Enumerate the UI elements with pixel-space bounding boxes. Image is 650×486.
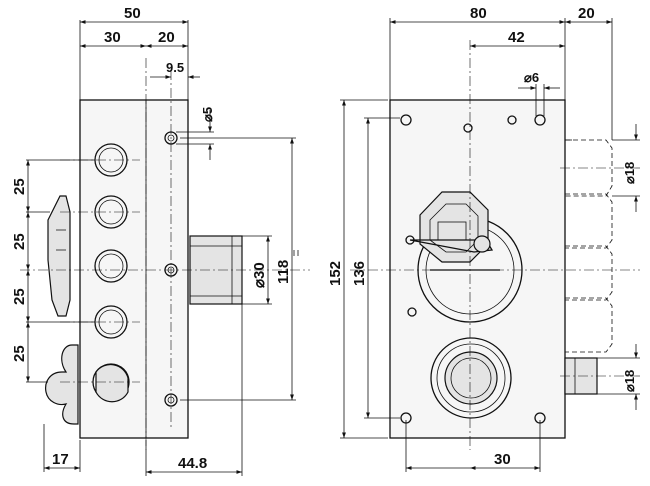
front-hole-tr1: [507, 115, 517, 125]
front-dim-20: 20: [578, 5, 595, 22]
side-dim-30: 30: [104, 29, 121, 46]
side-bolt: [189, 235, 243, 305]
side-dim-25-c: 25: [11, 288, 28, 305]
front-dim-18-top: ⌀18: [622, 162, 637, 184]
side-dim-118: 118: [275, 260, 292, 284]
side-dim-25-a: 25: [11, 178, 28, 195]
front-dim-42: 42: [508, 29, 525, 46]
side-knob: [45, 344, 79, 425]
side-dim-width: 50: [124, 5, 141, 22]
front-hole-ml: [407, 307, 417, 317]
side-dim-25-d: 25: [11, 345, 28, 362]
side-dim-17: 17: [52, 451, 69, 468]
side-view: 50 30 20 9.5 ⌀5 25 25 25 25 ⌀30: [11, 5, 310, 476]
side-dim-9-5: 9.5: [166, 60, 184, 75]
front-dim-80: 80: [470, 5, 487, 22]
front-dim-152: 152: [327, 261, 344, 286]
front-dim-18-bottom: ⌀18: [622, 370, 637, 392]
front-dim-30: 30: [494, 451, 511, 468]
side-dim-25-b: 25: [11, 233, 28, 250]
front-dim-136: 136: [351, 261, 368, 286]
front-cylinder-ring-outer: [430, 337, 512, 419]
side-bolt-hole-3: [94, 249, 128, 283]
front-hole-tm: [463, 123, 473, 133]
side-dim-44-8: 44.8: [178, 455, 207, 472]
side-dim-hole-5: ⌀5: [200, 107, 215, 122]
front-hole-tr2: [534, 114, 546, 126]
side-dim-bolt-30: ⌀30: [251, 262, 268, 288]
front-view: 80 20 42 ⌀6 152 136 ⌀18 ⌀18: [327, 5, 640, 472]
front-dim-hole-6: ⌀6: [524, 70, 539, 85]
side-handle: [47, 195, 71, 317]
front-hole-tl: [400, 114, 412, 126]
side-dim-20: 20: [158, 29, 175, 46]
